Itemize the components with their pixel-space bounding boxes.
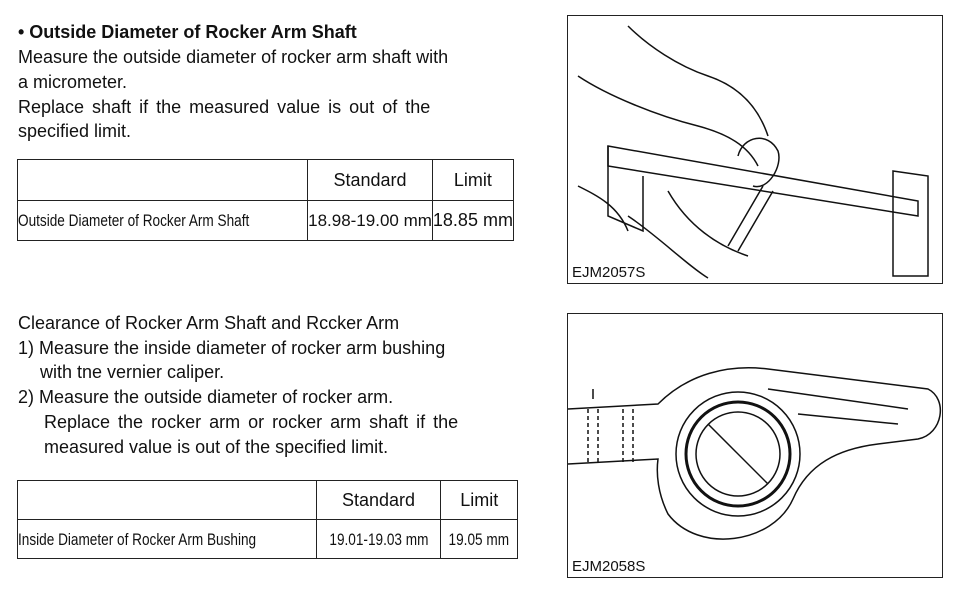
micrometer-illustration <box>577 25 929 279</box>
paragraph-line: Clearance of Rocker Arm Shaft and Rccker… <box>18 313 400 333</box>
header-empty <box>16 159 309 201</box>
standard-value: 18.98-19.00 mm <box>307 200 433 241</box>
header-empty <box>17 480 317 520</box>
rocker-arm-illustration <box>568 367 942 540</box>
row-label: Inside Diameter of Rocker Arm Bushing <box>17 519 317 559</box>
paragraph-line: 1) Measure the inside diameter of rocker… <box>18 338 446 358</box>
limit-value-text: 19.05 mm <box>448 529 510 549</box>
header-limit: Limit <box>440 480 519 520</box>
figure-rocker-arm-bushing: EJM2058S <box>567 313 943 578</box>
figure-caption: EJM2057S <box>572 264 646 281</box>
standard-value-text: 19.01-19.03 mm <box>329 529 429 549</box>
header-limit: Limit <box>431 159 514 201</box>
paragraph-line: Measure the outside diameter of rocker a… <box>18 47 449 67</box>
paragraph-line: 2) Measure the outside diameter of rocke… <box>18 387 394 407</box>
section-title: • Outside Diameter of Rocker Arm Shaft <box>18 22 357 42</box>
paragraph-line: with tne vernier caliper. <box>40 362 225 382</box>
paragraph-line: specified limit. <box>18 121 132 141</box>
row-label-text: Outside Diameter of Rocker Arm Shaft <box>18 211 250 230</box>
standard-value: 19.01-19.03 mm <box>315 519 442 559</box>
paragraph-line: measured value is out of the specified l… <box>44 437 389 457</box>
header-standard: Standard <box>307 159 433 201</box>
paragraph-line: a micrometer. <box>18 72 128 92</box>
spec-table-shaft: Standard Limit Outside Diameter of Rocke… <box>16 159 514 241</box>
spec-table-bushing: Standard Limit Inside Diameter of Rocker… <box>17 480 519 559</box>
row-label: Outside Diameter of Rocker Arm Shaft <box>16 200 309 241</box>
limit-value: 19.05 mm <box>440 519 519 559</box>
paragraph-line: Replace shaft if the measured value is o… <box>18 97 431 117</box>
row-label-text: Inside Diameter of Rocker Arm Bushing <box>18 529 257 549</box>
limit-value: 18.85 mm <box>431 200 514 241</box>
header-standard: Standard <box>315 480 442 520</box>
figure-micrometer-measurement: EJM2057S <box>567 15 943 284</box>
figure-caption: EJM2058S <box>572 558 646 575</box>
paragraph-line: Replace the rocker arm or rocker arm sha… <box>44 412 459 432</box>
